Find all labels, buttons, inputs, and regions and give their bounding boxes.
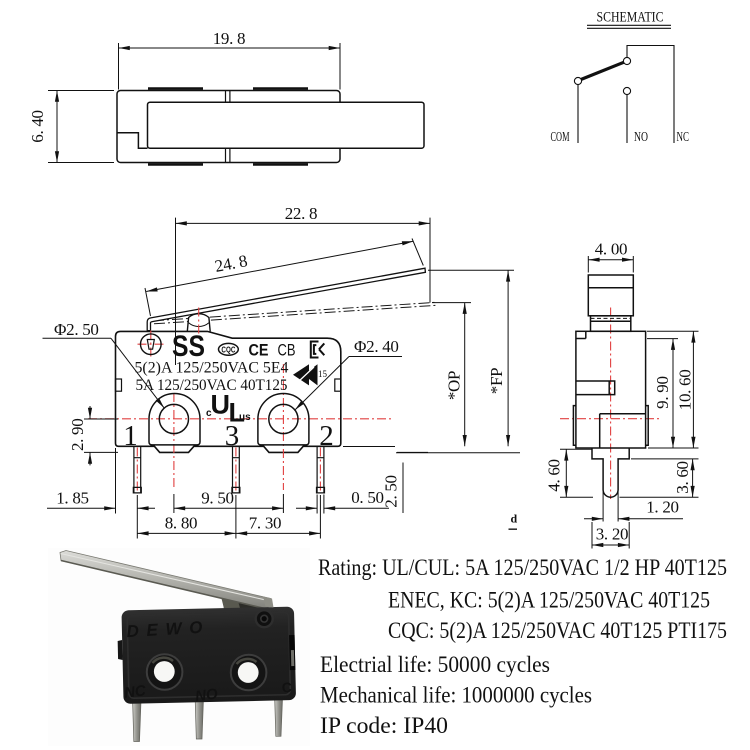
svg-text:9. 90: 9. 90: [653, 376, 672, 409]
svg-text:Electrial life: 50000 cycles: Electrial life: 50000 cycles: [320, 652, 550, 677]
svg-text:2. 90: 2. 90: [68, 419, 87, 452]
svg-text:SCHEMATIC: SCHEMATIC: [597, 10, 664, 26]
svg-text:2: 2: [319, 420, 334, 452]
svg-text:NO: NO: [634, 129, 648, 144]
svg-text:15: 15: [318, 369, 328, 379]
svg-text:4. 60: 4. 60: [545, 459, 564, 492]
svg-text:5(2)A 125/250VAC 5E4: 5(2)A 125/250VAC 5E4: [135, 360, 289, 377]
svg-text:U: U: [211, 390, 231, 420]
svg-text:IP code: IP40: IP code: IP40: [320, 713, 448, 738]
svg-text:COM: COM: [551, 129, 570, 144]
svg-text:C: C: [282, 679, 292, 695]
svg-text:7. 30: 7. 30: [249, 514, 282, 533]
svg-text:c: c: [206, 408, 212, 419]
svg-text:L: L: [229, 398, 246, 428]
svg-text:4. 00: 4. 00: [595, 240, 628, 259]
svg-text:NO: NO: [194, 685, 219, 705]
svg-text:3: 3: [225, 420, 240, 452]
svg-text:ENEC, KC: 5(2)A 125/250VAC 40T: ENEC, KC: 5(2)A 125/250VAC 40T125: [388, 588, 710, 613]
svg-text:Mechanical life: 1000000 cycle: Mechanical life: 1000000 cycles: [320, 683, 592, 708]
svg-text:*OP: *OP: [445, 371, 464, 400]
svg-text:1. 20: 1. 20: [646, 498, 679, 517]
svg-text:CB: CB: [278, 341, 296, 360]
svg-text:10. 60: 10. 60: [676, 370, 695, 411]
svg-text:24. 8: 24. 8: [213, 251, 248, 276]
svg-text:NC: NC: [677, 129, 690, 144]
svg-text:5A 125/250VAC 40T125: 5A 125/250VAC 40T125: [136, 377, 288, 394]
svg-text:8. 80: 8. 80: [165, 514, 198, 533]
svg-text:CQC: CQC: [221, 344, 235, 354]
svg-text:CE: CE: [249, 341, 269, 360]
svg-text:3. 60: 3. 60: [673, 461, 692, 494]
svg-text:Φ2. 40: Φ2. 40: [354, 337, 399, 356]
svg-text:Rating: UL/CUL: 5A 125/250VAC: Rating: UL/CUL: 5A 125/250VAC 1/2 HP 40T…: [318, 555, 727, 580]
svg-text:19. 8: 19. 8: [213, 29, 246, 48]
svg-text:9. 50: 9. 50: [201, 489, 234, 508]
svg-text:NC: NC: [123, 682, 148, 702]
svg-text:22. 8: 22. 8: [285, 204, 318, 223]
svg-text:CQC: 5(2)A 125/250VAC 40T125 P: CQC: 5(2)A 125/250VAC 40T125 PTI175: [388, 618, 727, 643]
svg-text:Φ2. 50: Φ2. 50: [54, 320, 99, 339]
svg-text:0. 50: 0. 50: [351, 488, 384, 507]
svg-text:1. 85: 1. 85: [56, 489, 89, 508]
svg-text:*FP: *FP: [487, 368, 506, 395]
svg-text:d: d: [511, 512, 518, 526]
svg-text:us: us: [239, 412, 251, 423]
svg-text:1: 1: [123, 420, 138, 452]
svg-text:6. 40: 6. 40: [28, 110, 47, 143]
svg-text:3. 20: 3. 20: [596, 525, 629, 544]
svg-text:SS: SS: [172, 330, 205, 363]
svg-text:2. 50: 2. 50: [382, 475, 401, 508]
